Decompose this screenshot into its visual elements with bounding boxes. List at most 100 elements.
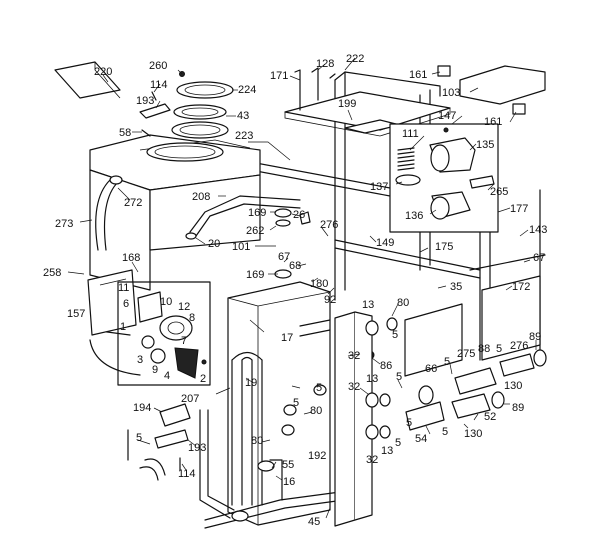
washer-262 (275, 219, 291, 227)
callout-54: 54 (415, 433, 427, 445)
callout-5: 5 (396, 371, 402, 383)
leader-lines (67, 57, 537, 519)
callout-114: 114 (178, 468, 196, 480)
callout-169: 169 (246, 269, 264, 281)
left-pipes (95, 175, 301, 251)
callout-273: 273 (55, 218, 73, 230)
fitting-89a (533, 349, 547, 367)
callout-5: 5 (442, 426, 448, 438)
callout-180: 180 (310, 278, 328, 290)
bracket-220 (54, 61, 121, 99)
callout-3: 3 (137, 354, 143, 366)
callout-20: 20 (208, 238, 220, 250)
callout-26: 26 (293, 209, 305, 221)
callout-11: 11 (118, 282, 129, 294)
callout-275: 275 (457, 348, 475, 360)
callout-6: 6 (123, 298, 129, 310)
callout-161: 161 (409, 69, 427, 81)
callout-80: 80 (251, 435, 263, 447)
fitting-52 (451, 393, 491, 419)
vertical-pipes (199, 351, 345, 529)
ring-43 (173, 104, 227, 120)
callout-9: 9 (152, 364, 158, 376)
callout-137: 137 (370, 181, 388, 193)
callout-5: 5 (316, 382, 322, 394)
callout-272: 272 (124, 197, 142, 209)
callout-52: 52 (484, 411, 496, 423)
callout-168: 168 (122, 252, 140, 264)
control-box (87, 269, 211, 386)
spring-111 (397, 147, 415, 171)
callout-4: 4 (164, 370, 170, 382)
callout-32: 32 (348, 381, 360, 393)
screw-114a (151, 91, 157, 101)
callout-177: 177 (510, 203, 528, 215)
callout-224: 224 (238, 84, 256, 96)
callout-199: 199 (338, 98, 356, 110)
callout-5: 5 (395, 437, 401, 449)
callout-265: 265 (490, 186, 508, 198)
right-manifold (281, 311, 398, 527)
callout-136: 136 (405, 210, 423, 222)
callout-35: 35 (450, 281, 462, 293)
callout-2: 2 (200, 373, 206, 385)
clip-161a (437, 65, 451, 77)
fitting-88 (454, 367, 497, 395)
callout-111: 111 (402, 128, 419, 140)
callout-66: 66 (425, 363, 437, 375)
callout-147: 147 (438, 110, 456, 122)
callout-13: 13 (381, 445, 393, 457)
callout-260: 260 (149, 60, 167, 72)
valve-54 (405, 401, 445, 431)
callout-67: 67 (533, 252, 545, 264)
callout-1: 1 (120, 321, 126, 333)
callout-208: 208 (192, 191, 210, 203)
screw-147 (443, 127, 449, 133)
box-157 (87, 269, 137, 336)
callout-10: 10 (160, 296, 172, 308)
callout-89: 89 (512, 402, 524, 414)
callout-103: 103 (442, 87, 460, 99)
callout-172: 172 (512, 281, 530, 293)
callout-135: 135 (476, 139, 494, 151)
callout-43: 43 (237, 110, 249, 122)
callout-161: 161 (484, 116, 502, 128)
bottom-left-parts (127, 403, 191, 481)
fitting-276b (499, 353, 535, 377)
callout-7: 7 (181, 335, 187, 347)
callout-16: 16 (283, 476, 295, 488)
top-exploded-parts (54, 61, 526, 139)
callout-171: 171 (270, 70, 288, 82)
callout-114: 114 (150, 79, 168, 91)
callout-55: 55 (282, 459, 294, 471)
heat-exchanger-body (227, 208, 375, 526)
callout-276: 276 (510, 340, 528, 352)
part-194 (159, 403, 191, 427)
callout-262: 262 (246, 225, 264, 237)
right-fittings (405, 349, 547, 431)
callout-32: 32 (348, 350, 360, 362)
callout-193: 193 (136, 95, 154, 107)
clip-161b (512, 103, 526, 115)
callout-169: 169 (248, 207, 266, 219)
fitting-66 (418, 385, 434, 405)
valve-inset (389, 123, 499, 233)
disc-137 (395, 174, 421, 186)
callout-labels: 220 260 114 224 193 43 58 171 128 222 16… (43, 53, 547, 528)
callout-32: 32 (366, 454, 378, 466)
callout-17: 17 (281, 332, 293, 344)
callout-67: 67 (278, 251, 290, 263)
callout-5: 5 (136, 432, 142, 444)
callout-192: 192 (308, 450, 326, 462)
callout-5: 5 (406, 417, 412, 429)
callout-80: 80 (397, 297, 409, 309)
washer-169a (274, 208, 292, 218)
callout-130: 130 (504, 380, 522, 392)
callout-5: 5 (444, 356, 450, 368)
callout-143: 143 (529, 224, 547, 236)
callout-220: 220 (94, 66, 112, 78)
fitting-89b (491, 391, 505, 409)
callout-175: 175 (435, 241, 453, 253)
callout-12: 12 (178, 301, 190, 313)
